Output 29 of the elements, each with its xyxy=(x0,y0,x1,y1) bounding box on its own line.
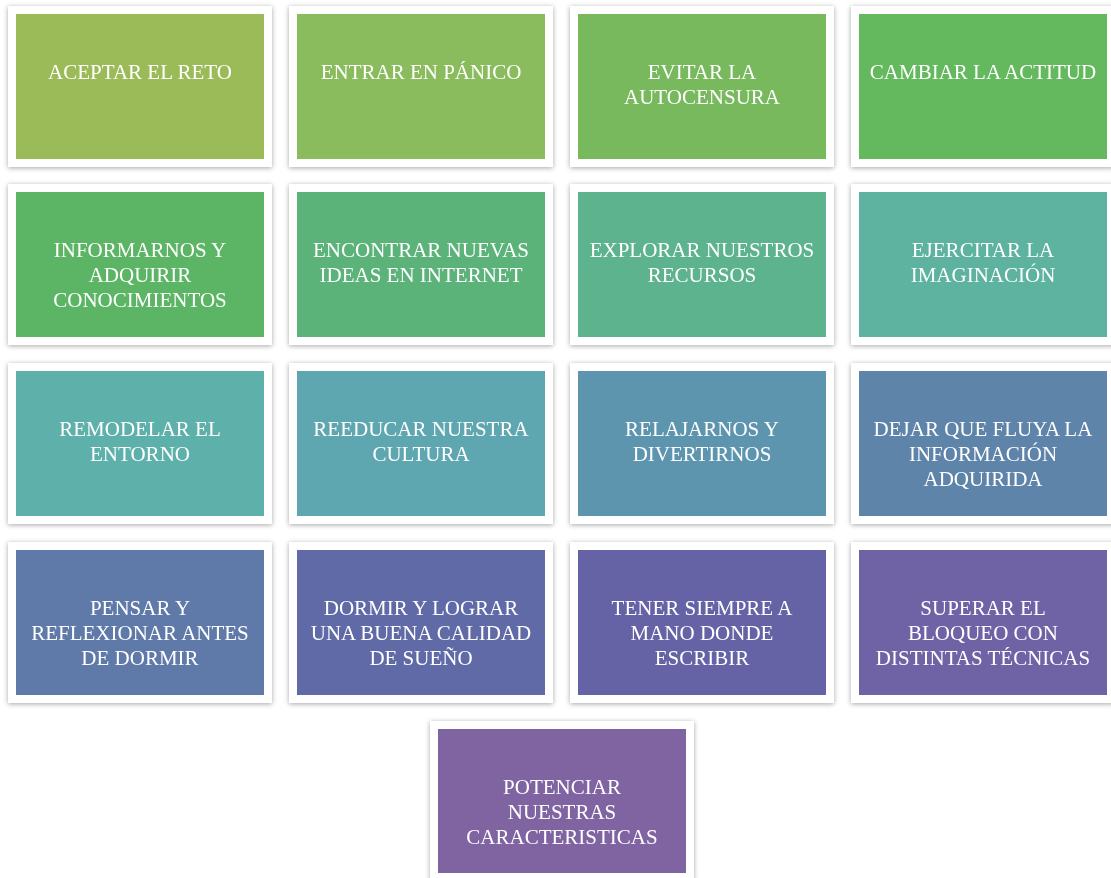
box-text: DORMIR Y LOGRAR UNA BUENA CALIDAD DE SUEÑO xyxy=(309,596,533,671)
box-text: ENCONTRAR NUEVAS IDEAS EN INTERNET xyxy=(311,238,531,288)
box-text: DEJAR QUE FLUYA LA INFORMACIÓN ADQUIRIDA xyxy=(872,417,1094,492)
box-text: TENER SIEMPRE A MANO DONDE ESCRIBIR xyxy=(610,596,794,671)
box-text: ENTRAR EN PÁNICO xyxy=(320,60,522,85)
box-text: REMODELAR EL ENTORNO xyxy=(58,417,222,467)
box-text: RELAJARNOS Y DIVERTIRNOS xyxy=(624,417,780,467)
box-text: EXPLORAR NUESTROS RECURSOS xyxy=(588,238,816,288)
step-box xyxy=(297,14,545,159)
box-text: SUPERAR EL BLOQUEO CON DISTINTAS TÉCNICAS xyxy=(874,596,1092,671)
step-box xyxy=(16,14,264,159)
step-box xyxy=(297,371,545,516)
step-box xyxy=(578,371,826,516)
box-text: POTENCIAR NUESTRAS CARACTERISTICAS xyxy=(465,775,659,850)
step-box xyxy=(578,192,826,337)
step-box xyxy=(16,550,264,695)
step-box xyxy=(578,14,826,159)
step-box xyxy=(297,192,545,337)
box-text: INFORMARNOS Y ADQUIRIR CONOCIMIENTOS xyxy=(52,238,228,313)
box-text: CAMBIAR LA ACTITUD xyxy=(869,60,1097,85)
step-box xyxy=(16,371,264,516)
box-text: EVITAR LA AUTOCENSURA xyxy=(623,60,781,110)
box-text: REEDUCAR NUESTRA CULTURA xyxy=(312,417,530,467)
step-box xyxy=(578,550,826,695)
box-text: PENSAR Y REFLEXIONAR ANTES DE DORMIR xyxy=(30,596,250,671)
step-box xyxy=(297,550,545,695)
step-box xyxy=(16,192,264,337)
box-text: EJERCITAR LA IMAGINACIÓN xyxy=(909,238,1057,288)
box-text: ACEPTAR EL RETO xyxy=(48,60,232,85)
